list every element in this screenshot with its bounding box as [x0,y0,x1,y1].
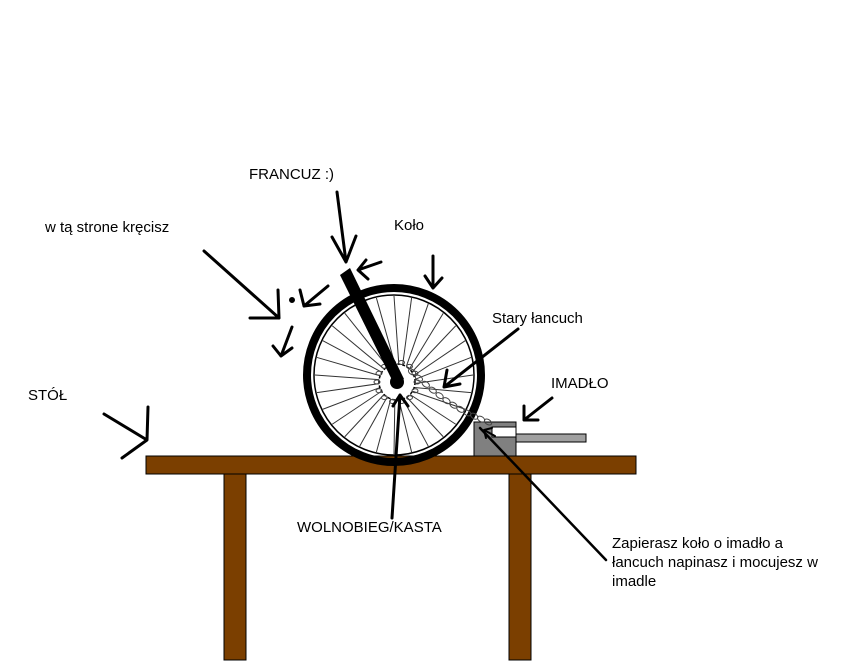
label-stary-lancuch: Stary łancuch [492,310,583,327]
wheel-spoke [403,393,444,438]
chain-link [421,380,430,388]
label-kolo: Koło [394,217,424,234]
wheel-spoke [410,374,474,385]
chain-link [407,368,417,376]
wheel-rim [313,294,475,456]
arrow-direction-big [202,249,281,320]
table-leg-right [508,473,532,661]
table-leg-left [223,473,247,661]
chain-link [435,392,444,400]
chain-whip-tool [340,268,404,384]
wheel-spoke [322,340,386,375]
chain-link [406,395,413,401]
chain-link [375,388,383,394]
chain-link [428,386,437,394]
leader-instruction [478,426,608,562]
arrow-stol [102,405,150,460]
vise-handle [515,433,587,443]
label-imadlo: IMADŁO [551,375,609,392]
wheel-spoke [375,394,393,453]
arrow-direction-1 [298,284,330,308]
wheel-spoke [331,388,386,425]
wheel-spoke [404,303,429,371]
arrow-stary-lancuch [442,327,520,389]
chain-link [413,379,421,385]
wheel-spoke [322,385,384,410]
chain-link [375,370,383,376]
arrow-kolo [423,254,444,290]
arrow-small-vise [483,427,496,439]
wheel-spoke [316,356,385,378]
table [145,455,637,661]
wheel-spoke [344,391,388,438]
arrow-imadlo [522,396,554,422]
wheel-spokes [314,295,474,455]
old-chain [373,360,493,426]
wheel-spoke [316,382,384,394]
label-direction: w tą strone kręcisz [44,219,169,236]
chain-link [411,388,419,394]
chain-link [398,360,405,365]
label-instruction-line3: imadle [612,573,656,590]
arrow-direction-2 [271,325,294,358]
wheel-spoke [410,340,466,379]
arrow-francuz [330,190,358,264]
label-francuz: FRANCUZ :) [249,166,334,183]
vise-jaw [491,426,517,438]
chain-link [381,395,388,401]
chain-link [483,418,493,426]
wheel-spoke [393,295,400,369]
chain-link [411,370,419,376]
wheel-spoke [359,393,390,447]
wheel [303,284,485,466]
wheel-spoke [401,297,413,370]
arrow-francuz-small [356,258,383,281]
wheel-spoke [409,386,472,394]
arrow-wolnobieg [390,393,410,520]
wheel-spoke [331,325,388,373]
wheel-spoke [410,356,472,382]
label-instruction-line1: Zapierasz koło o imadło a [612,535,784,552]
wheel-tire [303,284,485,466]
annotation-arrows [102,190,608,562]
chain-link [373,379,381,385]
chain-link [406,363,413,369]
label-instruction-line2: łancuch napinasz i mocujesz w [612,554,818,571]
wheel-spoke [406,391,457,425]
label-wolnobieg: WOLNOBIEG/KASTA [297,519,442,536]
wheel-spoke [314,374,384,381]
wheel-spoke [408,389,466,410]
label-stol: STÓŁ [28,387,67,404]
direction-dot [289,297,295,303]
wheel-spoke [406,312,444,373]
wheel-spoke [408,325,457,376]
